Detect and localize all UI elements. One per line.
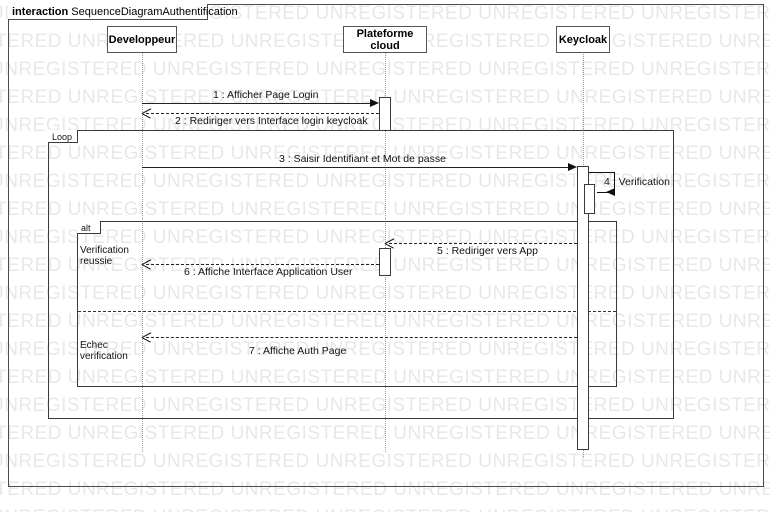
- message-7-line: [146, 337, 577, 338]
- message-1-label: 1 : Afficher Page Login: [213, 89, 319, 101]
- activation-keycloak-main: [577, 166, 589, 450]
- message-4-line-bottom: [597, 192, 615, 193]
- fragment-alt-guard-1: Verification reussie: [80, 245, 129, 267]
- interaction-frame-tab: [8, 4, 208, 20]
- message-1-line: [142, 103, 371, 104]
- message-4-label: 4 : Verification: [604, 176, 670, 188]
- message-6-label: 6 : Affiche Interface Application User: [184, 266, 353, 278]
- lifeline-head-plateforme-cloud[interactable]: Plateforme cloud: [343, 26, 427, 53]
- lifeline-developpeur: [142, 52, 143, 452]
- interaction-frame-label: interaction SequenceDiagramAuthentificat…: [12, 4, 238, 20]
- message-2-arrowhead: [142, 108, 152, 118]
- message-2-label: 2 : Rediriger vers Interface login keycl…: [175, 115, 368, 127]
- message-5-arrowhead: [385, 238, 395, 248]
- fragment-alt-tab: [77, 221, 101, 234]
- fragment-loop: [48, 130, 674, 419]
- message-4-arrowhead: [606, 188, 615, 196]
- message-4-line-top: [589, 172, 615, 173]
- message-4-line-right: [614, 172, 615, 192]
- activation-plateforme-cloud-1: [379, 97, 391, 131]
- message-2-line: [146, 113, 379, 114]
- activation-plateforme-cloud-2: [379, 248, 391, 276]
- fragment-alt-guard-2: Echec verification: [80, 340, 128, 362]
- message-5-line: [389, 243, 577, 244]
- lifeline-label-keycloak: Keycloak: [558, 33, 608, 46]
- message-7-label: 7 : Affiche Auth Page: [249, 345, 347, 357]
- fragment-loop-operator: Loop: [52, 132, 73, 142]
- message-3-arrowhead: [568, 163, 577, 171]
- lifeline-head-developpeur[interactable]: Developpeur: [107, 26, 177, 53]
- lifeline-label-plateforme-cloud: Plateforme cloud: [356, 27, 414, 52]
- interaction-frame: [8, 4, 764, 487]
- interaction-name: SequenceDiagramAuthentification: [71, 6, 238, 18]
- message-7-arrowhead: [142, 332, 152, 342]
- message-1-arrowhead: [370, 99, 379, 107]
- fragment-alt-separator: [78, 311, 616, 312]
- fragment-alt-operator: alt: [81, 223, 91, 233]
- message-3-label: 3 : Saisir Identifiant et Mot de passe: [279, 153, 446, 165]
- message-3-line: [142, 167, 568, 168]
- activation-keycloak-nested: [584, 184, 595, 214]
- message-5-label: 5 : Rediriger vers App: [437, 245, 538, 257]
- fragment-alt: [77, 221, 617, 387]
- lifeline-label-developpeur: Developpeur: [108, 33, 176, 46]
- fragment-loop-tab: [48, 130, 78, 143]
- interaction-keyword: interaction: [12, 6, 69, 18]
- message-4-selfcall: [589, 172, 615, 196]
- message-6-line: [146, 264, 379, 265]
- lifeline-head-keycloak[interactable]: Keycloak: [556, 26, 610, 53]
- message-6-arrowhead: [142, 259, 152, 269]
